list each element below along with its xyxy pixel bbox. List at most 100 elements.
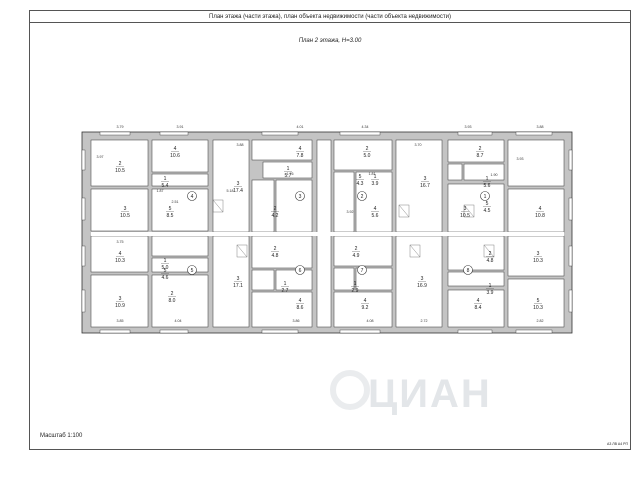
room-number: 1: [164, 258, 167, 264]
apartment-number: 4: [191, 194, 194, 200]
room-area: 16.9: [417, 283, 427, 289]
room-number: 4: [119, 251, 122, 257]
window: [515, 329, 553, 334]
room-outline: [90, 235, 149, 273]
room-area: 17.1: [233, 283, 243, 289]
dimension-label: 2.51: [172, 200, 179, 204]
room-number: 4: [539, 206, 542, 212]
room-area: 10.3: [533, 305, 543, 311]
window: [339, 131, 381, 136]
dimension-label: 3.86: [293, 319, 300, 323]
apartment-number: 7: [361, 268, 364, 274]
apartment-marker: [295, 265, 305, 275]
room-number: 1: [284, 281, 287, 287]
window: [81, 197, 86, 221]
apartment-marker: [357, 191, 367, 201]
room-outline: [151, 274, 209, 328]
room-number: 4: [299, 146, 302, 152]
room-outline: [447, 235, 505, 271]
room-outline: [333, 235, 393, 267]
plan-subtitle: План 2 этажа, Н=3.00: [298, 38, 362, 44]
room-outline: [333, 267, 355, 291]
window: [159, 329, 189, 334]
scale-label: Масштаб 1:100: [40, 433, 83, 439]
stair-line: [398, 204, 410, 218]
stair-line: [463, 204, 475, 218]
sheet-header: План этажа (части этажа), план объекта н…: [30, 11, 630, 23]
room-number: 1: [164, 176, 167, 182]
drawing-sheet: План этажа (части этажа), план объекта н…: [29, 10, 631, 450]
room-outline: [275, 179, 313, 233]
room-number: 2: [366, 146, 369, 152]
room-outline: [447, 163, 463, 181]
room-area: 2.7: [282, 288, 289, 294]
room-area: 10.5: [120, 213, 130, 219]
room-area: 8.4: [475, 305, 482, 311]
stair-symbol: [212, 199, 224, 213]
apartment-number: 8: [467, 268, 470, 274]
room-number: 2: [479, 146, 482, 152]
window: [81, 289, 86, 313]
dimension-label: 2.72: [421, 319, 428, 323]
dimension-label: 3.88: [537, 125, 544, 129]
dimension-label: 3.88: [237, 143, 244, 147]
dimension-label: 3.75: [117, 240, 124, 244]
room-number: 3: [424, 176, 427, 182]
room-area: 8.0: [169, 298, 176, 304]
apartment-marker: [357, 265, 367, 275]
room-outline: [355, 171, 393, 233]
dimension-label: 4.04: [175, 319, 182, 323]
room-area: 4.5: [484, 208, 491, 214]
room-area: 5.0: [364, 153, 371, 159]
stair-symbol: [236, 244, 248, 258]
room-area: 4.8: [272, 253, 279, 259]
dimension-label: 3.92: [347, 210, 354, 214]
room-area: 10.9: [115, 303, 125, 309]
room-area: 4.3: [357, 181, 364, 187]
dimension-label: 3.91: [177, 125, 184, 129]
stair-symbol: [483, 244, 495, 258]
window: [339, 329, 381, 334]
dimension-label: 3.79: [117, 125, 124, 129]
room-area: 16.7: [420, 183, 430, 189]
room-outline: [151, 139, 209, 173]
apartment-number: 5: [191, 268, 194, 274]
room-area: 10.8: [535, 213, 545, 219]
room-outline: [463, 163, 505, 181]
window: [568, 149, 573, 171]
room-area: 2.9: [352, 288, 359, 294]
room-outline: [447, 271, 505, 287]
room-area: 4.9: [353, 253, 360, 259]
room-outline: [447, 139, 505, 163]
dimension-label: 3.85: [117, 319, 124, 323]
room-number: 1: [287, 166, 290, 172]
room-outline: [507, 188, 565, 233]
room-number: 4: [374, 206, 377, 212]
room-outline: [251, 179, 275, 233]
room-number: 2: [355, 246, 358, 252]
room-outline: [395, 139, 443, 233]
room-outline: [447, 289, 505, 328]
window: [159, 131, 189, 136]
apartment-number: 1: [484, 194, 487, 200]
room-number: 1: [374, 174, 377, 180]
room-area: 3.9: [487, 290, 494, 296]
room-area: 8.7: [477, 153, 484, 159]
window: [81, 245, 86, 267]
apartment-number: 6: [299, 268, 302, 274]
room-area: 8.5: [167, 213, 174, 219]
room-number: 3: [124, 206, 127, 212]
stair-line: [483, 244, 495, 258]
room-area: 10.3: [115, 258, 125, 264]
room-area: 5.0: [162, 265, 169, 271]
room-number: 1: [486, 176, 489, 182]
window: [99, 131, 131, 136]
stair-symbol: [398, 204, 410, 218]
dimension-label: 1.90: [491, 173, 498, 177]
room-outline: [447, 183, 505, 233]
room-outline: [251, 235, 313, 269]
room-outline: [90, 188, 149, 232]
room-number: 4: [174, 146, 177, 152]
room-outline: [151, 257, 209, 273]
room-number: 2: [119, 161, 122, 167]
